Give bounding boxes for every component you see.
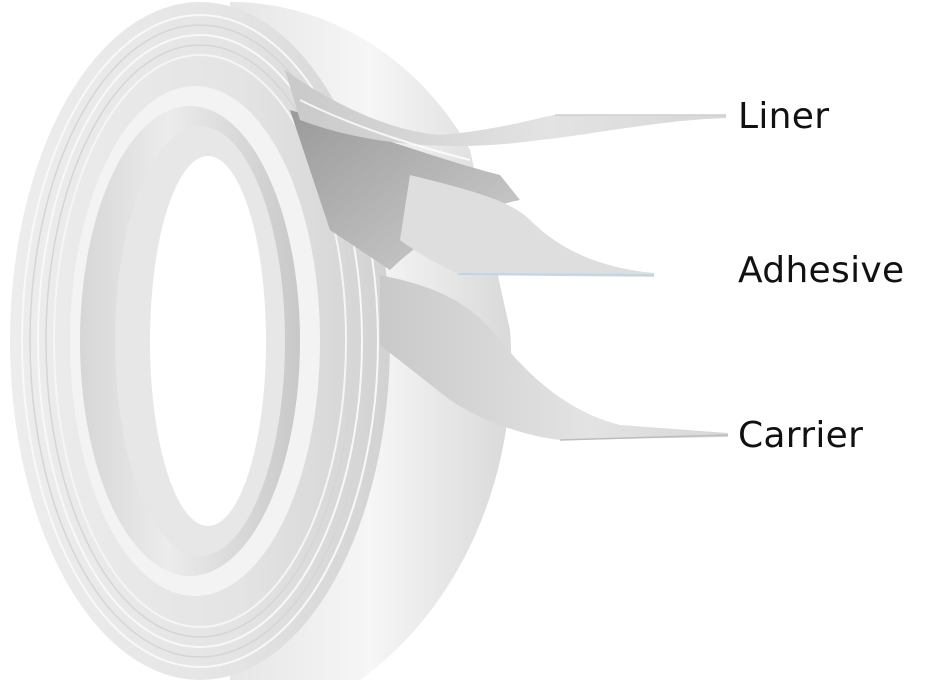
label-adhesive: Adhesive [738, 250, 905, 291]
carrier-strip [380, 275, 728, 440]
peeled-layers [285, 70, 729, 441]
liner-strip [285, 70, 726, 146]
label-liner: Liner [738, 96, 830, 137]
tape-roll-body [10, 2, 512, 680]
adhesive-strip [400, 175, 654, 277]
label-carrier: Carrier [738, 415, 864, 456]
